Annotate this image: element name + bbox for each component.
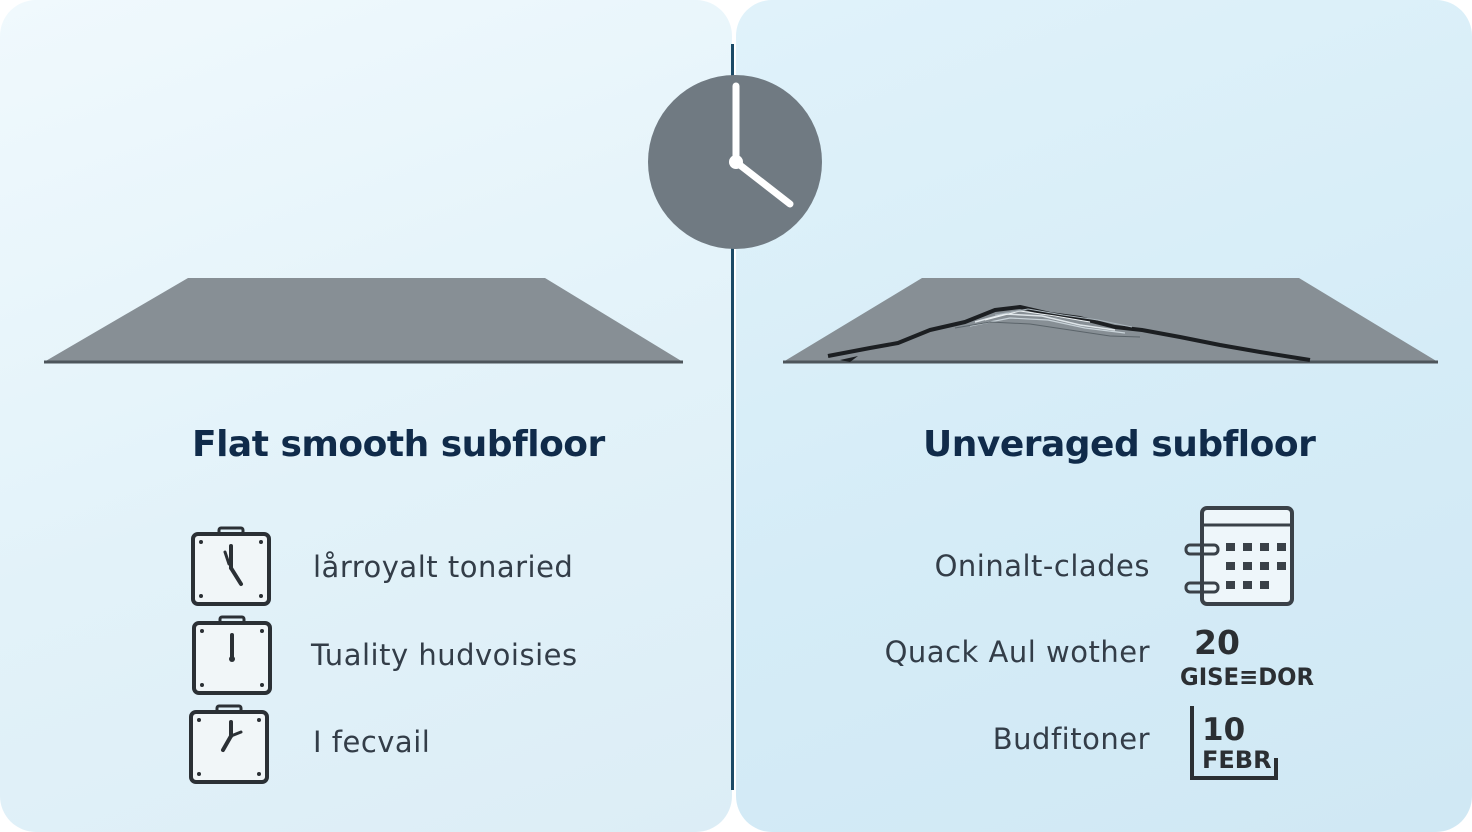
- date-number: 10: [1202, 712, 1245, 748]
- uneven-subfloor-heading: Unveraged subfloor: [923, 424, 1316, 465]
- calendar-icon: [1184, 506, 1294, 606]
- uneven-subfloor-panel: [736, 0, 1472, 832]
- timer-case-icon: [189, 704, 269, 784]
- date-number: 20: [1194, 623, 1240, 662]
- flat-item-1-label: lårroyalt tonaried: [313, 550, 574, 584]
- flat-subfloor-heading: Flat smooth subfloor: [192, 424, 605, 465]
- date-text: GISE≡DOR: [1180, 663, 1314, 690]
- clock-icon: [648, 75, 822, 249]
- date-icon: 10 FEBR: [1190, 706, 1278, 780]
- date-text: FEBR: [1202, 746, 1272, 774]
- timer-case-icon: [192, 615, 272, 695]
- center-divider: [731, 44, 734, 790]
- uneven-item-2-label: Quack Aul wother: [884, 635, 1150, 669]
- uneven-subfloor-slab: [783, 278, 1438, 364]
- flat-subfloor-slab: [44, 278, 683, 364]
- flat-item-2-label: Tuality hudvoisies: [311, 638, 578, 672]
- flat-item-3-label: I fecvail: [313, 725, 431, 759]
- timer-case-icon: [191, 526, 271, 606]
- uneven-item-1-label: Oninalt-clades: [934, 549, 1150, 583]
- date-icon: 20 GISE≡DOR: [1180, 623, 1314, 690]
- uneven-item-3-label: Budfitoner: [992, 722, 1150, 756]
- flat-subfloor-panel: [0, 0, 732, 832]
